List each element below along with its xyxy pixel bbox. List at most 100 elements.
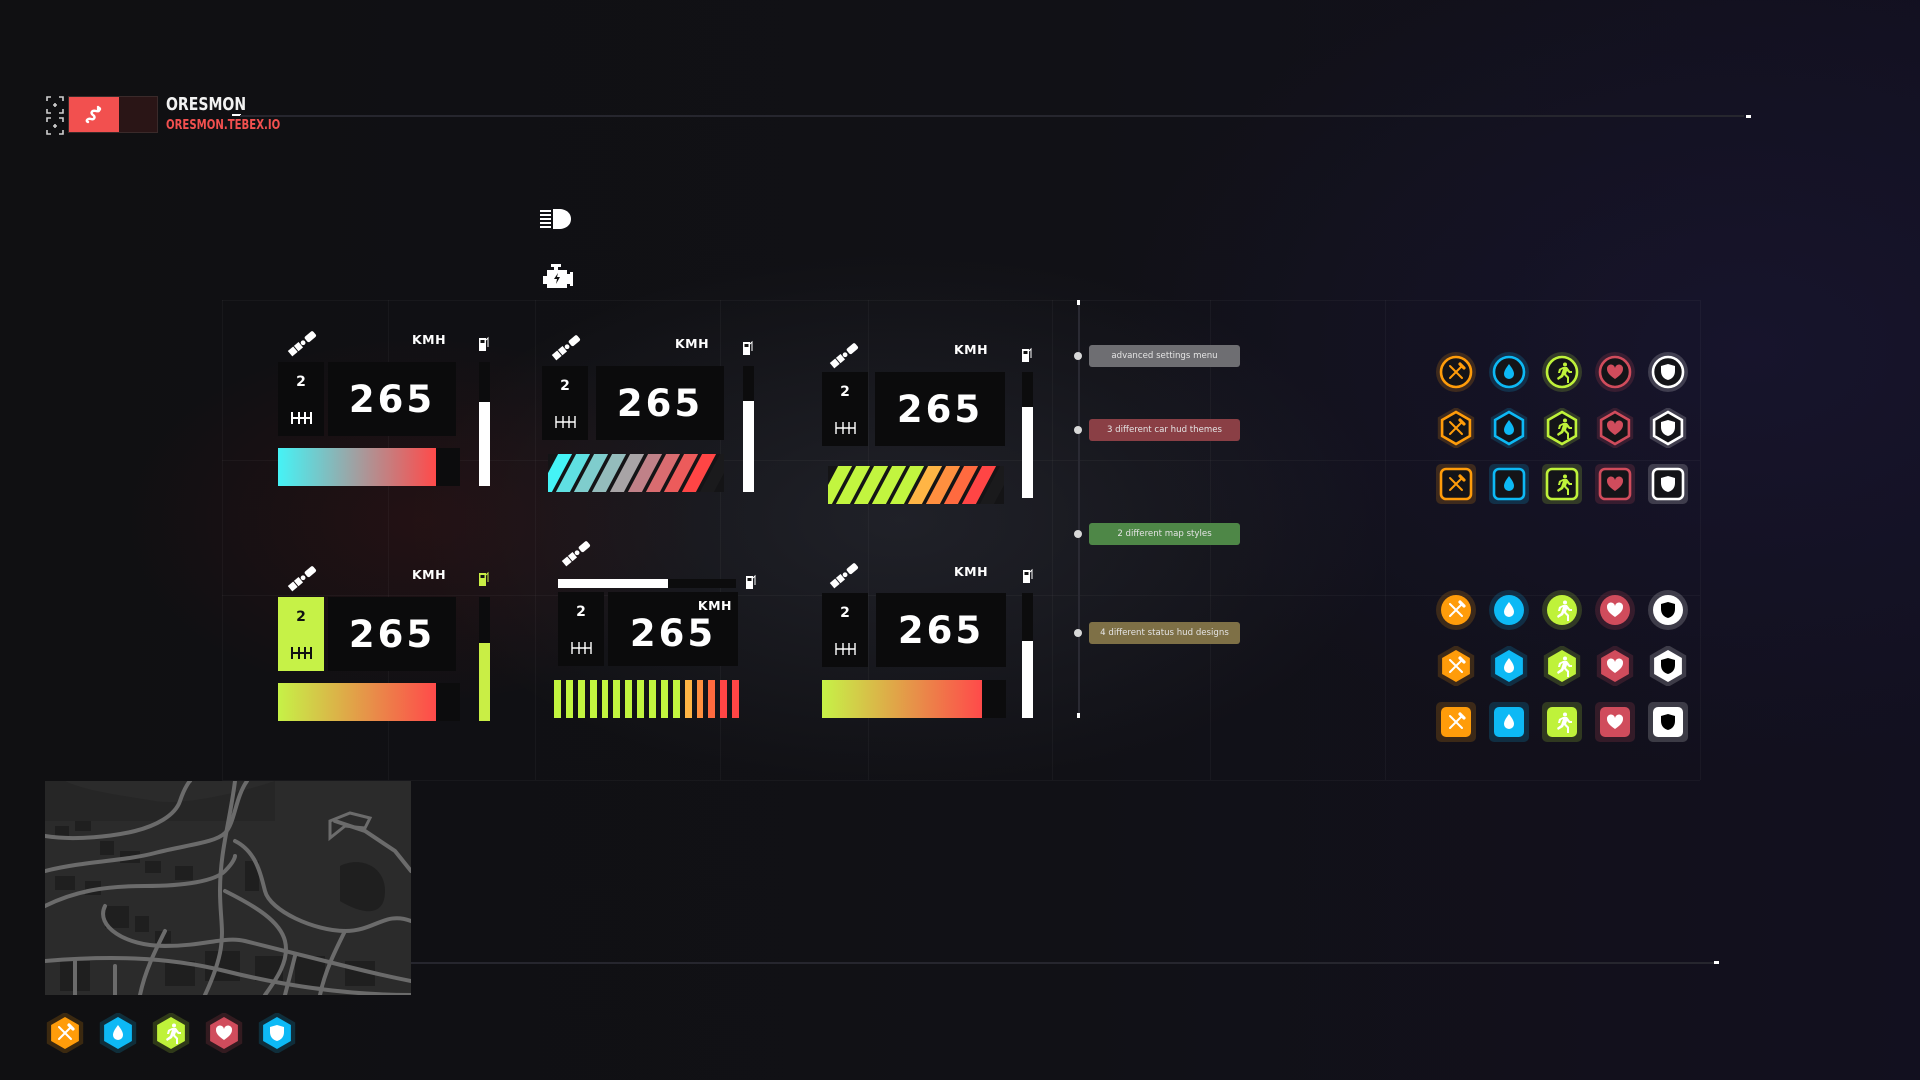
header-divider: [240, 115, 1744, 117]
speed-value: 265: [616, 381, 704, 425]
speed-unit: KMH: [697, 598, 732, 613]
fork-knife-icon: [1436, 702, 1476, 742]
status-health-circle-outline: [1595, 352, 1635, 392]
status-health-square-filled: [1595, 702, 1635, 742]
gear-shifter-icon: [555, 416, 576, 428]
speed-unit: KMH: [675, 336, 710, 351]
gear-indicator: 2: [278, 362, 324, 436]
rpm-stripe-bar: [548, 454, 724, 492]
running-person-icon: [1542, 702, 1582, 742]
status-hud-showcase: [1436, 352, 1696, 752]
fuel-horizontal-bar: [558, 579, 736, 588]
water-drop-icon: [1490, 646, 1528, 686]
vehicle-hud-gradient-alt[interactable]: KMH 2 265: [820, 550, 1040, 740]
gear-indicator: 2: [822, 593, 868, 667]
fork-knife-icon: [1436, 352, 1476, 392]
fuel-bar: [743, 366, 754, 492]
speed-unit: KMH: [954, 342, 989, 357]
gear-value: 2: [296, 609, 306, 625]
status-health-hexagon-outline: [1595, 408, 1635, 448]
bottom-status-bar: [45, 1013, 305, 1057]
minimap[interactable]: [45, 781, 411, 995]
gear-value: 2: [840, 605, 850, 621]
vehicle-hud-ticks[interactable]: 2 KMH 265: [552, 532, 772, 722]
shield-icon: [258, 1013, 296, 1053]
status-health-square-outline: [1595, 464, 1635, 504]
fuel-pump-icon: [1023, 568, 1033, 583]
water-drop-icon: [1489, 590, 1529, 630]
heart-icon: [1595, 352, 1635, 392]
rpm-bar: [278, 683, 460, 721]
vehicle-hud-gradient-green[interactable]: KMH 2 265: [278, 553, 498, 743]
water-drop-icon: [1490, 408, 1528, 448]
status-armor-circle-filled: [1648, 590, 1688, 630]
speed-display: 265: [596, 366, 724, 440]
status-stamina-circle-outline: [1542, 352, 1582, 392]
brand-name: ORESMON: [166, 94, 247, 115]
status-thirst-hexagon-filled: [1489, 646, 1529, 686]
headlight-icon: [540, 209, 571, 229]
running-person-icon: [1542, 352, 1582, 392]
status-stamina-hexagon-outline: [1542, 408, 1582, 448]
fork-knife-icon: [46, 1013, 84, 1053]
fork-knife-icon: [1437, 646, 1475, 686]
status-thirst-circle-filled: [1489, 590, 1529, 630]
vehicle-hud-stripes-cool[interactable]: KMH 2 265: [542, 322, 762, 512]
gear-indicator: 2: [278, 597, 324, 671]
feature-label-themes: 3 different car hud themes: [1089, 419, 1240, 441]
gear-value: 2: [840, 384, 850, 400]
status-armor-square-filled: [1648, 702, 1688, 742]
brand-name-underline: [232, 114, 241, 116]
status-thirst-square-filled: [1489, 702, 1529, 742]
fuel-pump-icon: [743, 340, 753, 355]
rpm-bar: [822, 680, 1006, 718]
speed-display: 265: [876, 593, 1006, 667]
running-person-icon: [152, 1013, 190, 1053]
snake-logo-icon: [85, 105, 102, 123]
status-stamina-square-filled: [1542, 702, 1582, 742]
timeline-cap-bottom: [1077, 713, 1080, 718]
logo-mark: [69, 97, 119, 132]
rpm-stripe-bar: [828, 466, 1004, 504]
feature-label-maps: 2 different map styles: [1089, 523, 1240, 545]
speed-display: 265: [875, 372, 1005, 446]
heart-icon: [205, 1013, 243, 1053]
status-hunger-hexagon-filled: [1436, 646, 1476, 686]
fuel-bar: [479, 362, 490, 486]
timeline-cap-top: [1077, 300, 1080, 305]
heart-icon: [1596, 408, 1634, 448]
water-drop-icon: [1489, 702, 1529, 742]
feature-bullet: [1074, 530, 1082, 538]
speed-value: 265: [348, 377, 436, 421]
water-drop-icon: [1489, 352, 1529, 392]
running-person-icon: [1542, 464, 1582, 504]
status-stamina-square-outline: [1542, 464, 1582, 504]
status-health-circle-filled: [1595, 590, 1635, 630]
gear-value: 2: [576, 604, 586, 620]
speed-unit: KMH: [412, 332, 447, 347]
bottom-divider: [411, 962, 1714, 964]
status-hunger-circle-filled: [1436, 590, 1476, 630]
gear-shifter-icon: [571, 642, 592, 654]
fork-knife-icon: [1437, 408, 1475, 448]
status-thirst-hexagon-outline: [1489, 408, 1529, 448]
bottom-status-health: [204, 1013, 244, 1053]
brand-logo: [68, 96, 158, 133]
status-thirst-square-outline: [1489, 464, 1529, 504]
shield-icon: [1648, 702, 1688, 742]
running-person-icon: [1542, 590, 1582, 630]
fuel-pump-icon: [479, 336, 489, 351]
vehicle-hud-gradient[interactable]: KMH 2 265: [278, 318, 498, 508]
status-hunger-square-outline: [1436, 464, 1476, 504]
seatbelt-icon: [829, 343, 859, 369]
vehicle-hud-stripes-warm[interactable]: KMH 2 265: [820, 330, 1040, 520]
brand-url[interactable]: ORESMON.TEBEX.IO: [166, 118, 281, 133]
focus-frame-icon: [46, 96, 64, 114]
seatbelt-icon: [287, 566, 317, 592]
engine-warning-icon: [543, 264, 573, 288]
speed-display: 265: [328, 597, 456, 671]
heart-icon: [1596, 646, 1634, 686]
bottom-status-thirst: [98, 1013, 138, 1053]
status-armor-circle-outline: [1648, 352, 1688, 392]
bottom-status-stamina: [151, 1013, 191, 1053]
